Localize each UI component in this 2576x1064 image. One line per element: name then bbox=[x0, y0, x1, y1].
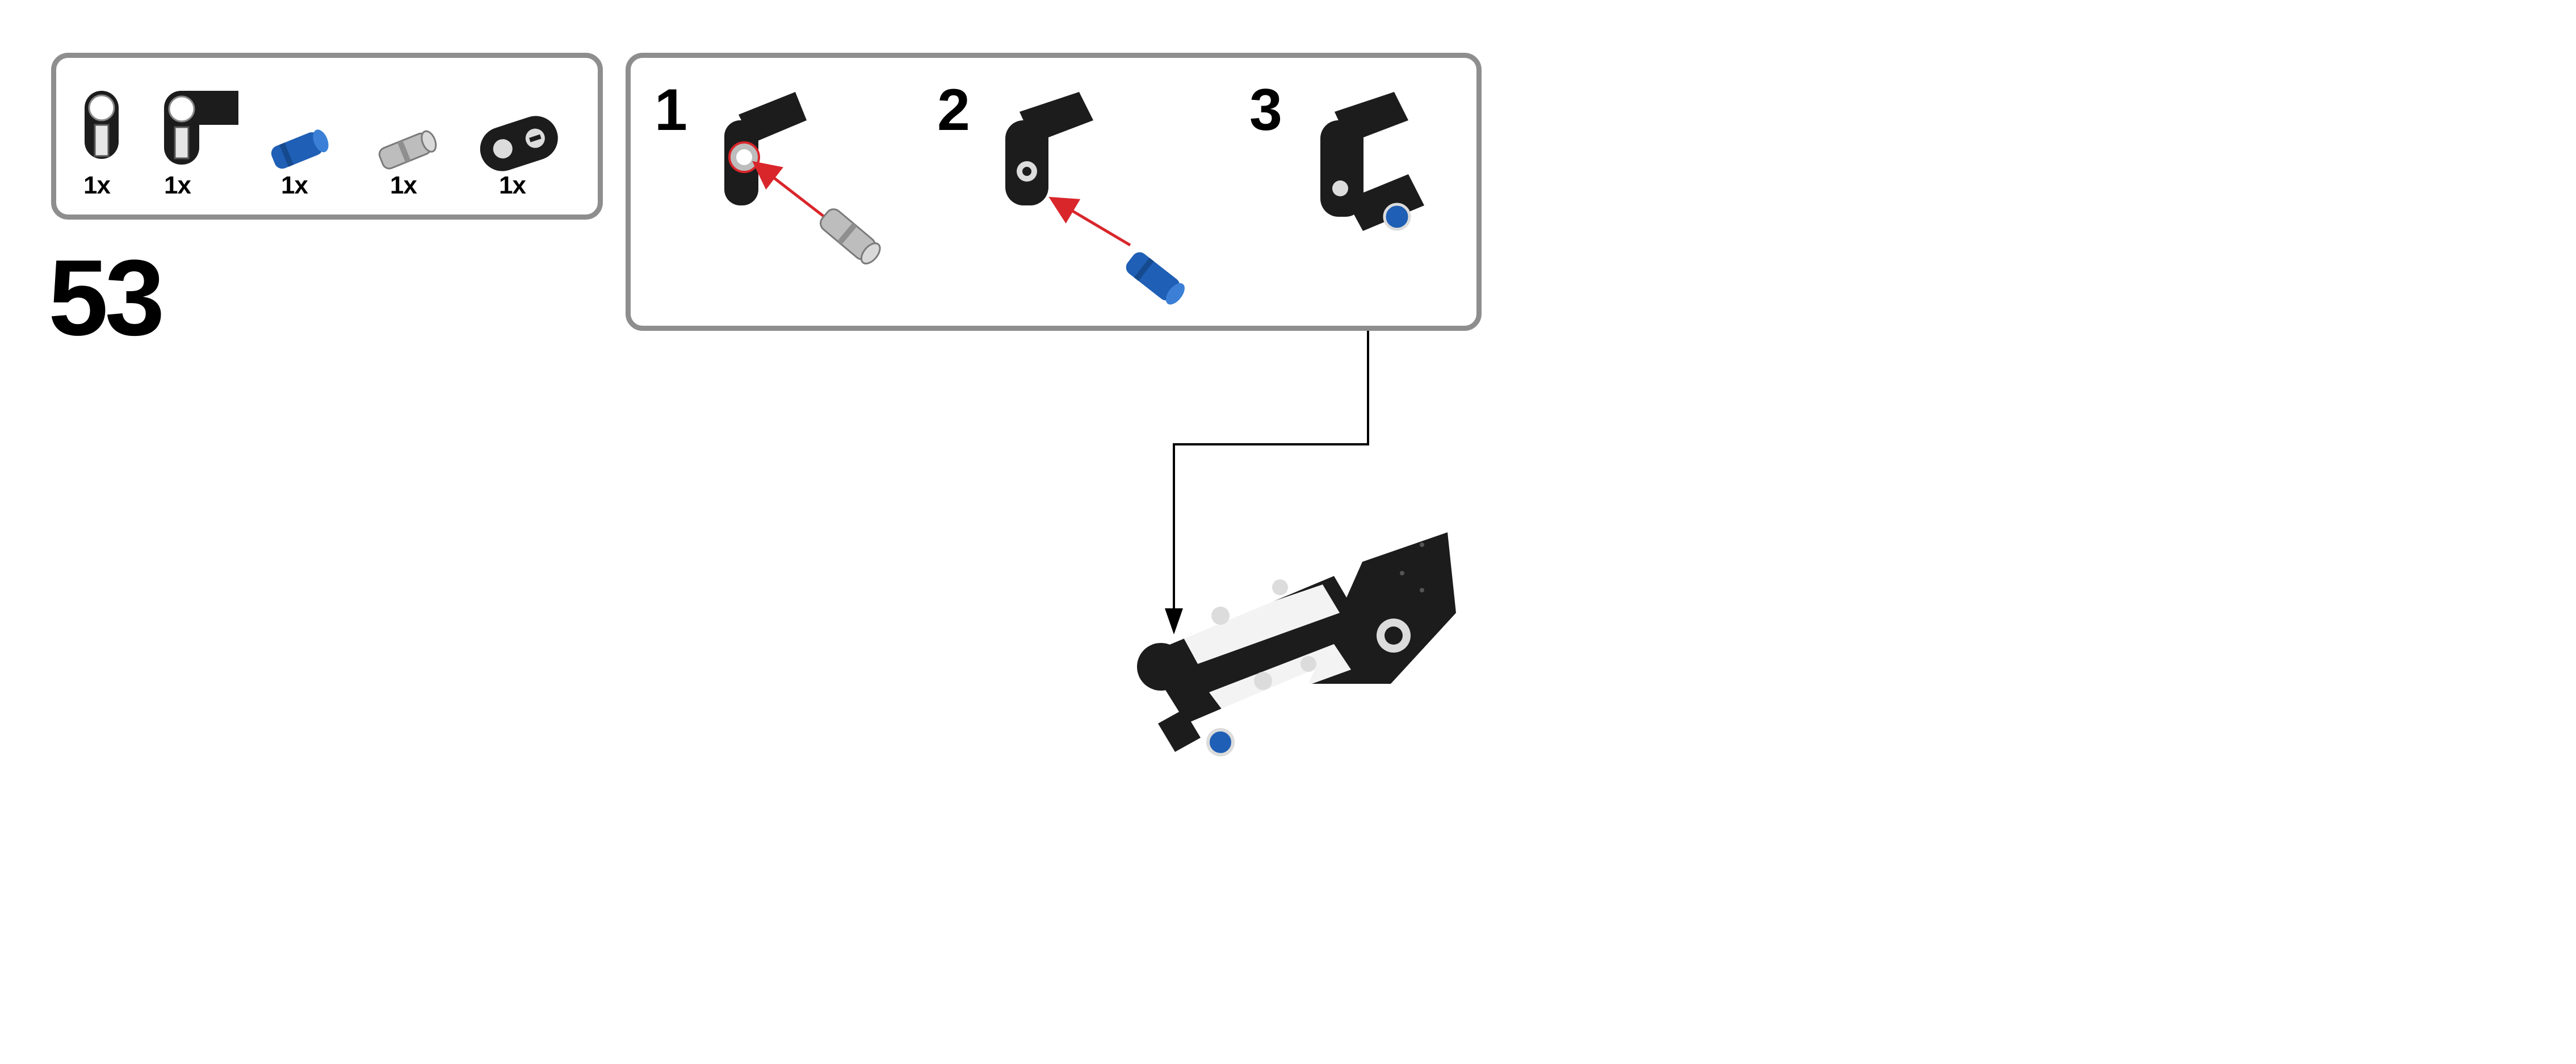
substep-3-illustration bbox=[1320, 92, 1424, 231]
pin-gray-icon bbox=[378, 130, 437, 170]
parts-icons bbox=[85, 91, 558, 171]
part-quantity: 1x bbox=[281, 171, 308, 199]
step-number: 53 bbox=[48, 238, 165, 358]
substep-number: 2 bbox=[937, 77, 970, 143]
substep-number: 1 bbox=[655, 77, 687, 143]
substep-illustrations bbox=[724, 92, 1424, 305]
angle-beam-icon bbox=[164, 91, 238, 165]
part-quantity: 1x bbox=[83, 171, 111, 199]
main-model-illustration bbox=[1137, 532, 1456, 756]
substep-2-illustration bbox=[1005, 92, 1185, 305]
double-connector-icon bbox=[480, 116, 558, 171]
part-quantity: 1x bbox=[499, 171, 526, 199]
part-quantity: 1x bbox=[390, 171, 417, 199]
substep-number: 3 bbox=[1249, 77, 1282, 143]
parts-list-panel: 1x 1x 1x 1x 1x bbox=[51, 53, 603, 220]
beam-1-icon bbox=[85, 91, 119, 159]
substep-1-illustration bbox=[724, 92, 881, 264]
axle-pin-blue-icon bbox=[271, 129, 329, 169]
part-quantity: 1x bbox=[164, 171, 191, 199]
substep-panel: 1 2 3 bbox=[626, 53, 1482, 331]
